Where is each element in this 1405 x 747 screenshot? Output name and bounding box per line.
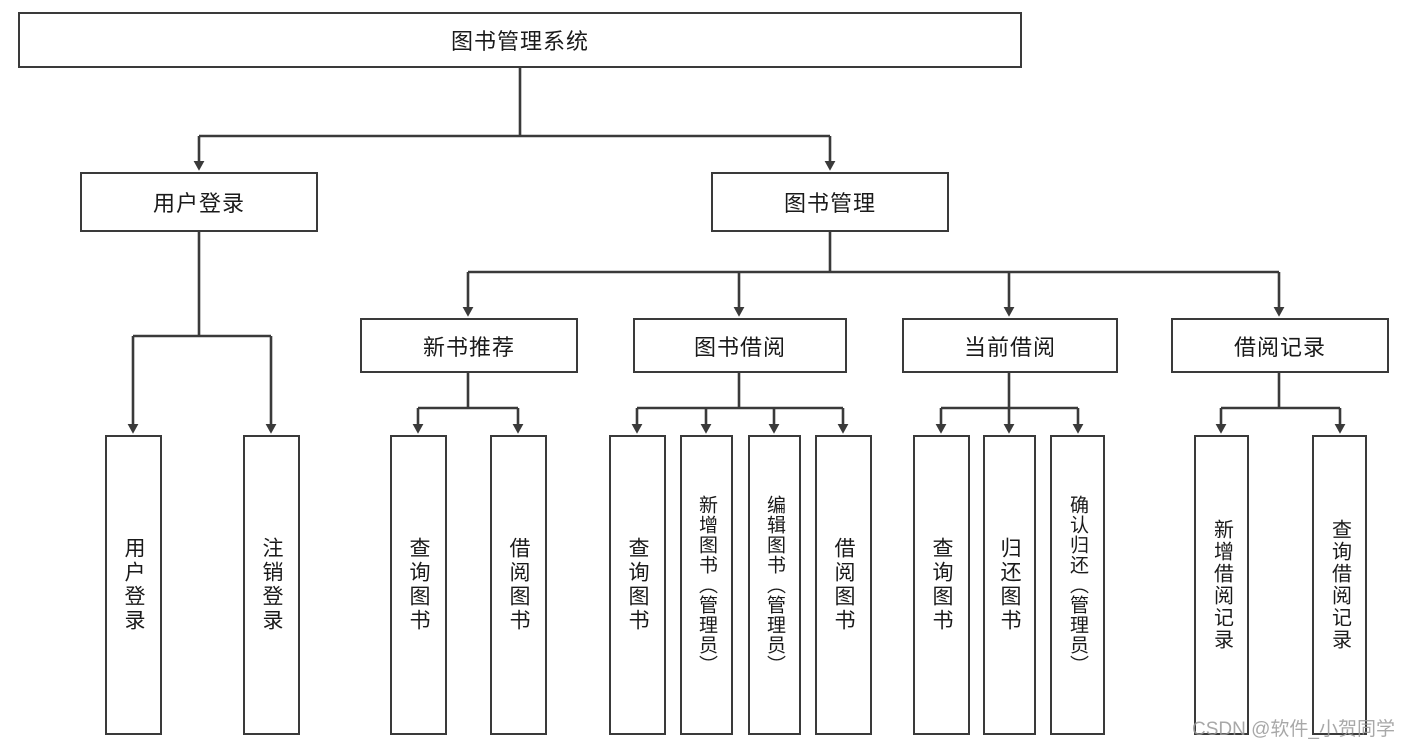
node-label: 图书借阅 — [693, 334, 786, 360]
node-label: 查询图书 — [626, 537, 649, 633]
node-label: 编辑图书（管理员） — [764, 495, 785, 675]
leaf-edit-book-admin[interactable]: 编辑图书（管理员） — [748, 435, 801, 735]
node-label: 查询图书 — [930, 537, 953, 633]
node-label: 借阅记录 — [1233, 334, 1326, 360]
node-user-login[interactable]: 用户登录 — [80, 172, 318, 232]
node-label: 新增图书（管理员） — [696, 495, 717, 675]
leaf-logout[interactable]: 注销登录 — [243, 435, 300, 735]
node-label: 新增借阅记录 — [1210, 519, 1233, 651]
node-label: 用户登录 — [152, 191, 245, 216]
node-label: 归还图书 — [998, 537, 1021, 633]
leaf-confirm-return-admin[interactable]: 确认归还（管理员） — [1050, 435, 1105, 735]
node-label: 新书推荐 — [422, 334, 515, 360]
node-borrow-record[interactable]: 借阅记录 — [1171, 318, 1389, 373]
node-label: 查询借阅记录 — [1328, 519, 1351, 651]
node-book-management[interactable]: 图书管理 — [711, 172, 949, 232]
leaf-query-borrow-record[interactable]: 查询借阅记录 — [1312, 435, 1367, 735]
leaf-user-login[interactable]: 用户登录 — [105, 435, 162, 735]
leaf-return-book[interactable]: 归还图书 — [983, 435, 1036, 735]
node-label: 借阅图书 — [507, 537, 530, 633]
node-label: 注销登录 — [260, 537, 283, 633]
node-label: 查询图书 — [407, 537, 430, 633]
leaf-add-borrow-record[interactable]: 新增借阅记录 — [1194, 435, 1249, 735]
node-book-borrow[interactable]: 图书借阅 — [633, 318, 847, 373]
node-label: 图书管理系统 — [450, 29, 589, 54]
node-label: 确认归还（管理员） — [1067, 495, 1088, 675]
leaf-query-book-recommend[interactable]: 查询图书 — [390, 435, 447, 735]
watermark: CSDN @软件_小贺同学 — [1192, 719, 1395, 740]
leaf-query-book[interactable]: 查询图书 — [609, 435, 666, 735]
node-label: 当前借阅 — [963, 334, 1056, 360]
leaf-borrow-book-recommend[interactable]: 借阅图书 — [490, 435, 547, 735]
leaf-query-book-current[interactable]: 查询图书 — [913, 435, 970, 735]
node-root-book-management-system[interactable]: 图书管理系统 — [18, 12, 1022, 68]
node-label: 图书管理 — [783, 191, 876, 216]
leaf-add-book-admin[interactable]: 新增图书（管理员） — [680, 435, 733, 735]
node-label: 借阅图书 — [832, 537, 855, 633]
leaf-borrow-book[interactable]: 借阅图书 — [815, 435, 872, 735]
node-new-book-recommend[interactable]: 新书推荐 — [360, 318, 578, 373]
node-label: 用户登录 — [122, 537, 145, 633]
node-current-borrow[interactable]: 当前借阅 — [902, 318, 1118, 373]
